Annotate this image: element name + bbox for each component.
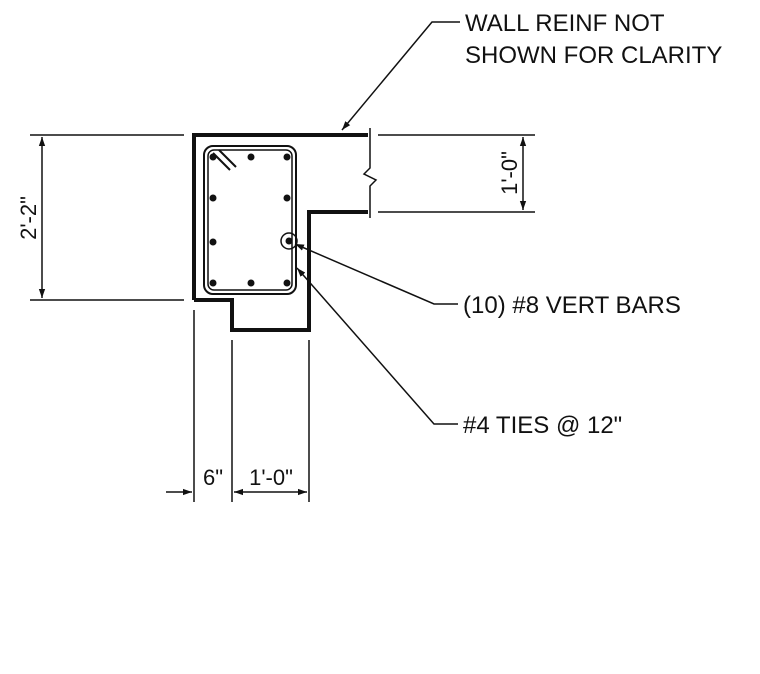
vert-bar [283, 194, 291, 202]
dimension-wall-thickness [378, 134, 535, 213]
vertical-bars [209, 153, 293, 287]
vert-bar [283, 279, 291, 287]
vert-bar-callout-ring [280, 232, 298, 250]
dimension-bottom [166, 310, 310, 502]
vert-bar [209, 194, 217, 202]
tie-hook [218, 149, 237, 168]
column-outline [192, 133, 368, 332]
tie-inner [207, 149, 293, 291]
vert-bar [247, 153, 255, 161]
dim-pilaster-width-label: 1'-0" [249, 465, 293, 490]
vert-bar [285, 237, 293, 245]
vert-bar [247, 279, 255, 287]
tie-outer [203, 145, 297, 295]
dim-overall-height-label: 2'-2" [16, 196, 41, 240]
wall-break-line [362, 128, 378, 218]
vert-bar [209, 238, 217, 246]
note-ties: #4 TIES @ 12" [463, 412, 622, 439]
note-wall-reinf-line1: WALL REINF NOT [465, 10, 665, 37]
note-wall-reinf-line2: SHOWN FOR CLARITY [465, 42, 722, 69]
leader-wall-reinf [341, 21, 460, 131]
dim-offset-width-label: 6" [203, 465, 223, 490]
note-vert-bars: (10) #8 VERT BARS [463, 292, 681, 319]
leader-vert-bars [294, 243, 458, 305]
dimension-overall-height [30, 134, 184, 301]
dim-wall-thickness-label: 1'-0" [497, 151, 522, 195]
vert-bar [209, 279, 217, 287]
vert-bar [283, 153, 291, 161]
vert-bar [209, 153, 217, 161]
leader-ties [296, 267, 458, 425]
